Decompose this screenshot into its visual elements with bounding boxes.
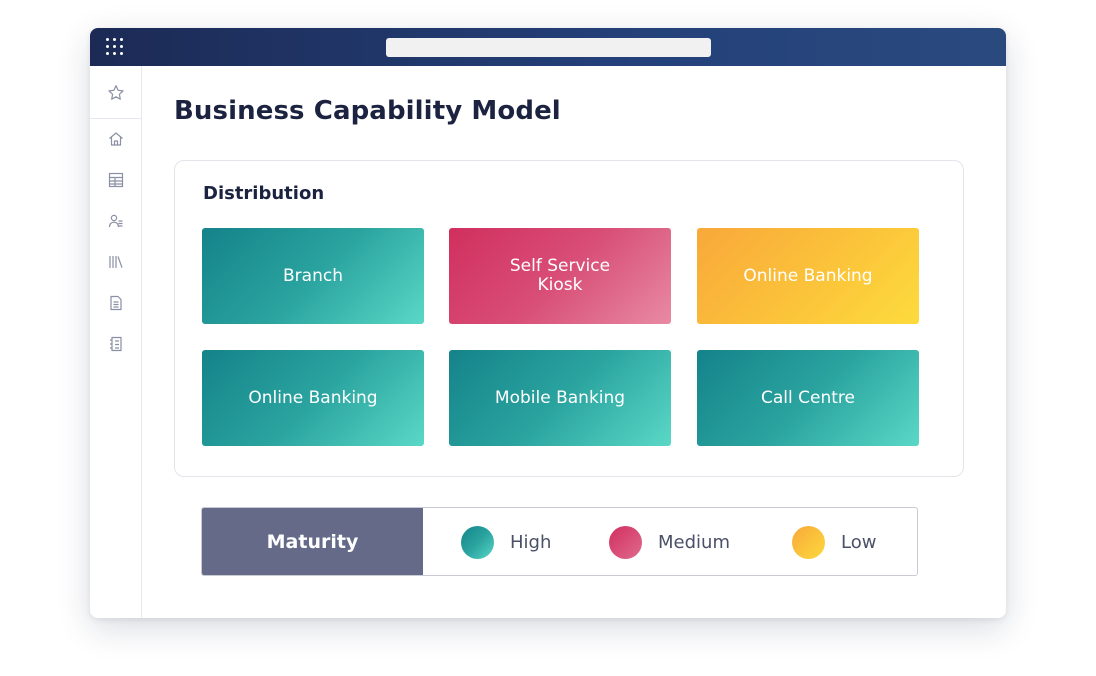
title-bar [90, 28, 1006, 66]
tile-mobile-banking[interactable]: Mobile Banking [449, 350, 671, 446]
legend-item-high: High [461, 525, 551, 559]
address-bar[interactable] [386, 38, 711, 57]
legend-item-medium: Medium [609, 525, 730, 559]
document-icon[interactable] [106, 293, 126, 313]
tile-self-service-kiosk[interactable]: Self Service Kiosk [449, 228, 671, 324]
low-dot-icon [792, 525, 825, 559]
page-title: Business Capability Model [174, 96, 561, 126]
legend-label: Medium [658, 531, 730, 553]
library-icon[interactable] [106, 252, 126, 272]
sidebar-divider [90, 118, 141, 119]
sidebar [90, 66, 142, 618]
distribution-panel: Distribution Branch Self Service Kiosk O… [174, 160, 964, 477]
tile-label: Mobile Banking [494, 387, 626, 408]
tile-label: Branch [283, 265, 343, 286]
tile-online-banking-high[interactable]: Online Banking [202, 350, 424, 446]
panel-title: Distribution [203, 183, 325, 204]
tile-label: Call Centre [761, 387, 855, 408]
medium-dot-icon [609, 525, 642, 559]
users-icon[interactable] [106, 211, 126, 231]
tile-online-banking-low[interactable]: Online Banking [697, 228, 919, 324]
tile-label: Online Banking [743, 265, 873, 286]
tile-label: Self Service Kiosk [509, 256, 611, 295]
legend-item-low: Low [792, 525, 876, 559]
legend-label: Low [841, 531, 877, 553]
home-icon[interactable] [106, 129, 126, 149]
tile-call-centre[interactable]: Call Centre [697, 350, 919, 446]
high-dot-icon [461, 525, 494, 559]
checklist-icon[interactable] [106, 334, 126, 354]
legend-title: Maturity [202, 508, 423, 575]
tile-branch[interactable]: Branch [202, 228, 424, 324]
maturity-legend: Maturity High Medium Low [201, 507, 918, 576]
app-window: Business Capability Model Distribution B… [90, 28, 1006, 618]
tile-label: Online Banking [248, 387, 378, 408]
table-icon[interactable] [106, 170, 126, 190]
legend-label: High [510, 531, 552, 553]
star-icon[interactable] [106, 83, 126, 103]
app-grid-icon[interactable] [106, 38, 124, 56]
